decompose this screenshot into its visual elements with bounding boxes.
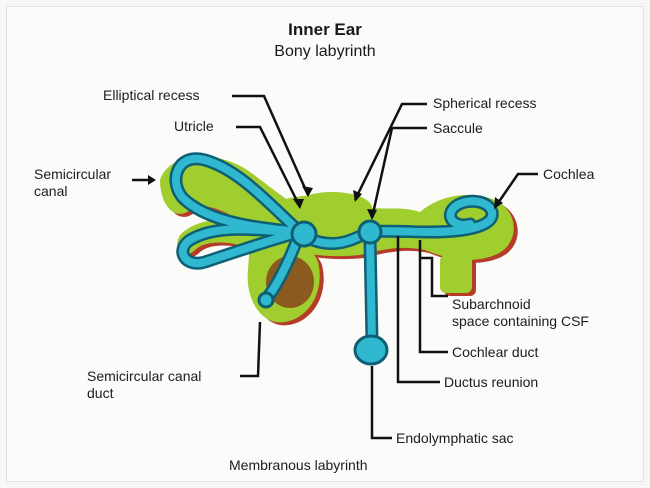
label-cochlear-duct: Cochlear duct — [452, 344, 538, 361]
label-ductus-reunion: Ductus reunion — [444, 374, 538, 391]
label-semicircular-canal-duct-line1: Semicircular canal — [87, 368, 201, 385]
label-endolymphatic-sac: Endolymphatic sac — [396, 430, 514, 447]
label-subarachnoid-line1: Subarchnoid — [452, 296, 589, 313]
label-semicircular-canal-duct: Semicircular canal duct — [87, 368, 201, 402]
label-semicircular-canal-duct-line2: duct — [87, 385, 201, 402]
diagram-footer: Membranous labyrinth — [229, 457, 368, 474]
label-subarachnoid-line2: space containing CSF — [452, 313, 589, 330]
label-spherical-recess: Spherical recess — [433, 95, 537, 112]
label-subarachnoid-space: Subarchnoid space containing CSF — [452, 296, 589, 330]
label-semicircular-canal-line1: Semicircular — [34, 166, 111, 183]
label-semicircular-canal-line2: canal — [34, 183, 111, 200]
label-utricle: Utricle — [174, 118, 214, 135]
label-cochlea: Cochlea — [543, 166, 594, 183]
label-elliptical-recess: Elliptical recess — [103, 87, 199, 104]
label-semicircular-canal: Semicircular canal — [34, 166, 111, 200]
label-saccule: Saccule — [433, 120, 483, 137]
